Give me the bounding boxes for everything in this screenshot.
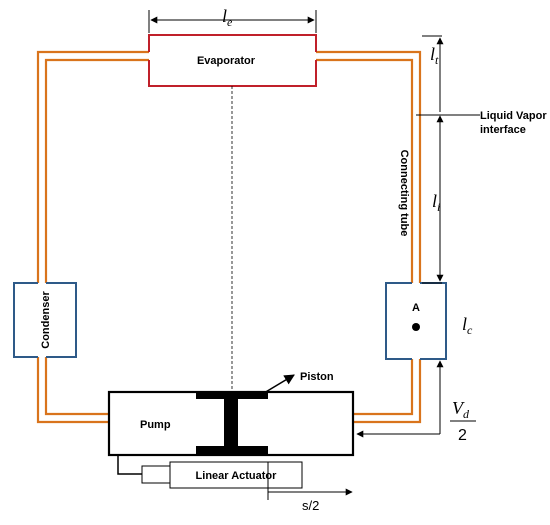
piston-label: Piston: [300, 371, 334, 383]
liquid-vapor-label-line2: interface: [480, 124, 526, 136]
vertical-dimensions: [356, 35, 480, 438]
chamber-a: A: [385, 282, 447, 360]
evaporator: Evaporator: [148, 34, 317, 87]
svg-text:Vd: Vd: [452, 398, 470, 421]
condenser-label: Condenser: [40, 291, 52, 349]
le-dimension: le: [148, 6, 317, 33]
vd-fraction: Vd 2: [450, 398, 476, 444]
li-symbol: li: [432, 191, 440, 214]
connecting-tube-label: Connecting tube: [398, 150, 410, 237]
lc-symbol: lc: [462, 314, 473, 337]
svg-text:2: 2: [458, 427, 467, 444]
tubing-loop: [36, 50, 422, 424]
piston: [196, 391, 268, 454]
condenser: Condenser: [13, 282, 77, 358]
linear-actuator-label: Linear Actuator: [196, 470, 278, 482]
evaporator-label: Evaporator: [197, 55, 256, 67]
liquid-vapor-label-line1: Liquid Vapor: [480, 110, 547, 122]
stroke-label: s/2: [302, 498, 319, 513]
point-a-label: A: [412, 302, 420, 314]
svg-text:le: le: [222, 6, 233, 29]
pump-label: Pump: [140, 419, 171, 431]
linear-actuator: Linear Actuator: [117, 455, 303, 489]
lt-symbol: lt: [430, 44, 439, 67]
piston-arrow: [263, 374, 295, 394]
point-a-dot: [412, 323, 420, 331]
